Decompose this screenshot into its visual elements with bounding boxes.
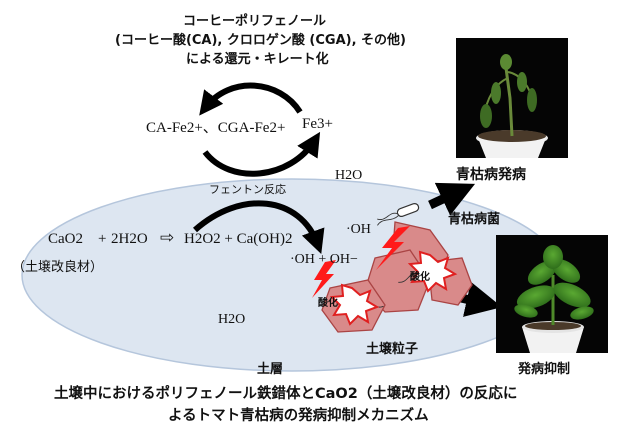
lightning-bolt-2 — [312, 260, 336, 298]
caption-line2: よるトマト青枯病の発病抑制メカニズム — [168, 408, 429, 424]
cycle-arrow-top — [199, 82, 303, 116]
oxidation-burst-1 — [407, 250, 458, 293]
reaction-products: H2O2 + Ca(OH)2 — [184, 231, 293, 247]
soil-particle-label: 土壌粒子 — [366, 342, 419, 357]
water-label-bottom: H2O — [218, 312, 246, 327]
polyphenol-label-line1: コーヒーポリフェノール — [183, 14, 327, 29]
wilted-tomato-photo — [456, 38, 568, 158]
polyphenol-label-line3: による還元・キレート化 — [186, 52, 329, 67]
fenton-arrow — [193, 200, 325, 255]
oxidation-label-left: 酸化 — [318, 298, 338, 309]
cycle-arrow-bottom — [202, 131, 321, 177]
bacterial-wilt-onset-label: 青枯病発病 — [456, 167, 526, 183]
radicals-label: ·OH + OH− — [290, 252, 358, 267]
suppression-label: 発病抑制 — [518, 362, 571, 377]
oh-radical-label: ·OH — [346, 222, 371, 237]
reactant-cao2: CaO2 — [48, 231, 83, 247]
reaction-arrow-icon: ⇨ — [160, 228, 175, 248]
water-label-top: H2O — [335, 168, 363, 183]
fe2-complex-label: CA-Fe2+、CGA-Fe2+ — [146, 120, 286, 136]
polyphenol-label-line2: (コーヒー酸(CA), クロロゲン酸 (CGA), その他) — [115, 33, 406, 48]
fe3-label: Fe3+ — [302, 116, 333, 132]
oxidation-burst-2 — [329, 283, 380, 326]
soil-amendment-note: （土壌改良材） — [12, 260, 104, 275]
oxidation-label-right: 酸化 — [410, 272, 430, 283]
reactant-water: 2H2O — [111, 231, 148, 247]
caption-line1: 土壌中におけるポリフェノール鉄錯体とCaO2（土壌改良材）の反応に — [54, 386, 518, 402]
fenton-reaction-label: フェントン反応 — [209, 183, 286, 196]
lightning-bolt-1 — [376, 226, 410, 270]
plus-sign: + — [98, 231, 107, 247]
pathogen-label: 青枯病菌 — [448, 212, 501, 227]
arrow-to-wilt — [428, 182, 476, 216]
bacterium-1 — [377, 203, 420, 226]
soil-layer-label: 土層 — [257, 362, 284, 377]
healthy-tomato-photo — [496, 235, 608, 353]
